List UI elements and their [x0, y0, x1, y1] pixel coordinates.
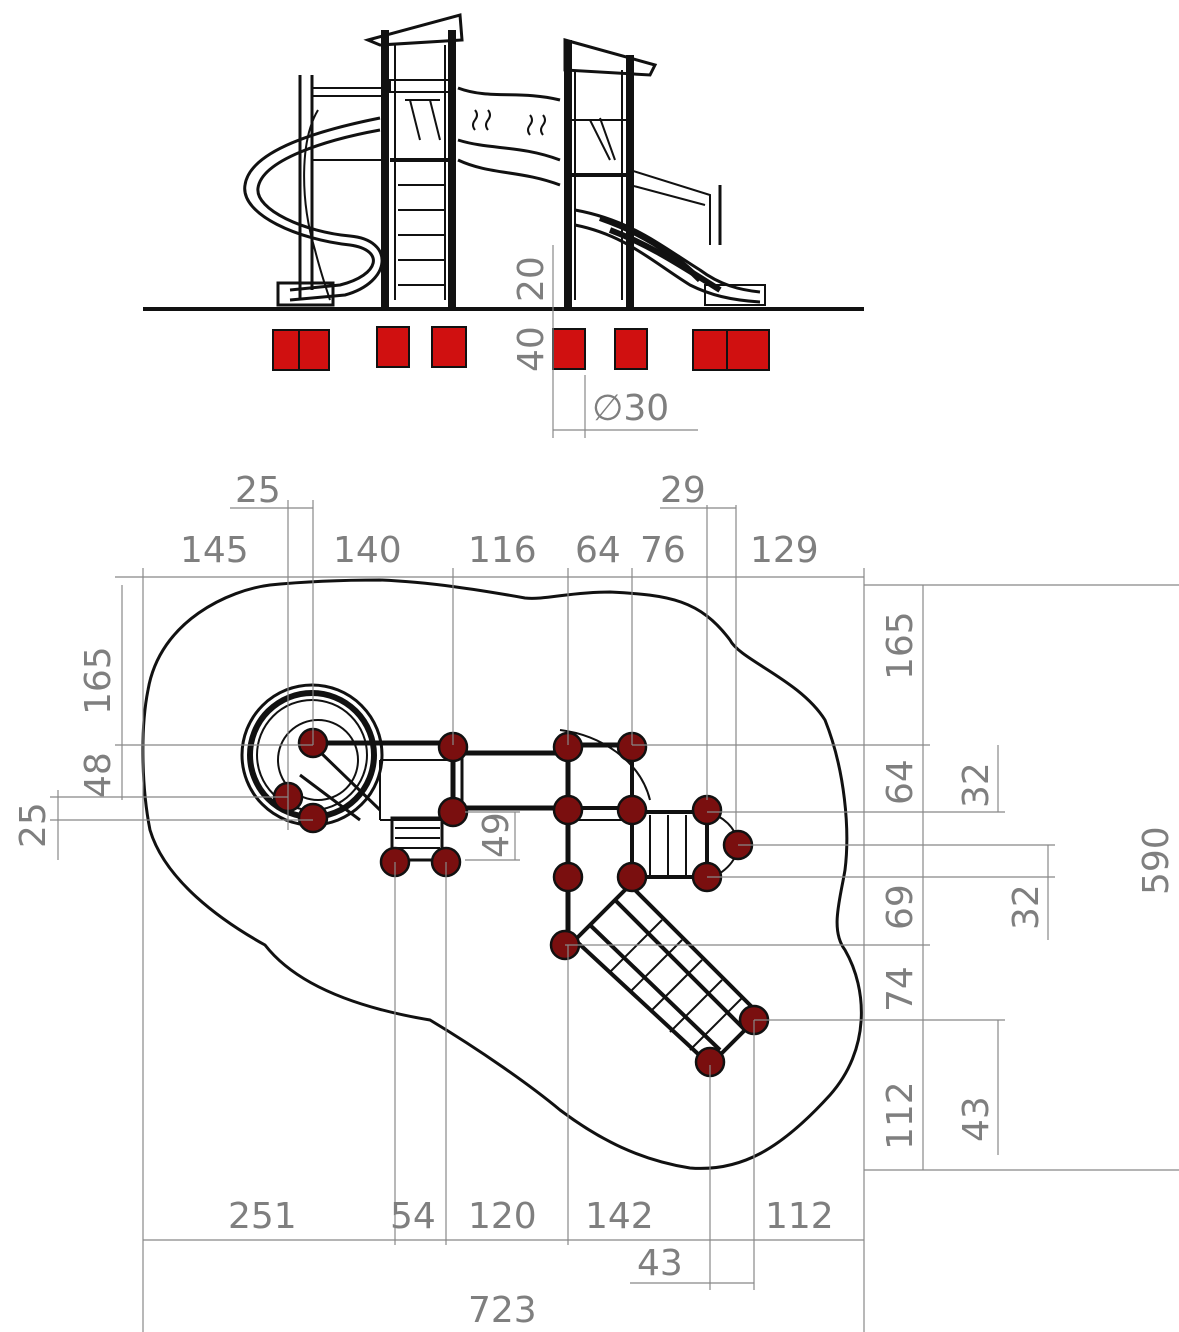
roller-slide: [574, 169, 766, 306]
footing: [614, 328, 648, 370]
dim-label-64-right: 64: [880, 759, 921, 805]
dim-label-251: 251: [228, 1196, 297, 1237]
dim-label-165-right: 165: [880, 611, 921, 680]
plan-dimension-labels: 25 29 145 140 116 64 76 129 165 48 25 49…: [13, 470, 1177, 1331]
post: [616, 794, 648, 826]
dim-label-32-upper: 32: [956, 762, 997, 808]
elevation-view: 20 40 ∅30: [143, 13, 864, 438]
footing: [726, 329, 770, 371]
dim-label-74: 74: [880, 966, 921, 1012]
dim-label-112-right: 112: [880, 1081, 921, 1150]
deck-frames: [313, 729, 762, 1067]
dim-label-145: 145: [180, 530, 249, 571]
right-tower: [563, 38, 658, 309]
safety-zone-outline: [141, 578, 863, 1170]
footing: [692, 329, 729, 371]
dim-label-590: 590: [1136, 826, 1177, 895]
plan-dimension-lines: [50, 500, 1179, 1332]
footing: [298, 329, 330, 371]
dim-label-43-right: 43: [956, 1096, 997, 1142]
dim-label-40: 40: [511, 326, 552, 372]
dim-label-64-top: 64: [575, 530, 621, 571]
post: [297, 802, 329, 834]
plan-view: 25 29 145 140 116 64 76 129 165 48 25 49…: [13, 470, 1179, 1332]
dim-label-120: 120: [468, 1196, 537, 1237]
post: [552, 794, 584, 826]
dim-label-20: 20: [511, 256, 552, 302]
post: [616, 861, 648, 893]
dim-label-723: 723: [468, 1290, 537, 1331]
footing: [376, 326, 410, 368]
post: [437, 796, 469, 828]
footing: [431, 326, 467, 368]
dim-label-129: 129: [750, 530, 819, 571]
dim-label-76: 76: [640, 530, 686, 571]
spiral-slide: [243, 75, 385, 307]
footing: [552, 328, 586, 370]
dim-label-32-lower: 32: [1006, 884, 1047, 930]
post: [552, 861, 584, 893]
post: [691, 794, 723, 826]
dim-label-116: 116: [468, 530, 537, 571]
elevation-dimensions: 20 40 ∅30: [511, 245, 698, 438]
left-tower: [363, 13, 464, 309]
dim-label-140: 140: [333, 530, 402, 571]
footings: [272, 326, 770, 371]
dim-label-diameter-30: ∅30: [592, 388, 669, 429]
dim-label-165-left: 165: [78, 646, 119, 715]
dim-label-25-left: 25: [13, 802, 54, 848]
bridge: [457, 86, 561, 187]
dim-label-48: 48: [78, 752, 119, 798]
dim-label-29-top: 29: [660, 470, 706, 511]
dim-label-49: 49: [476, 812, 517, 858]
dim-label-25-top: 25: [235, 470, 281, 511]
dim-label-54: 54: [390, 1196, 436, 1237]
dim-label-43-bottom: 43: [637, 1243, 683, 1284]
dim-label-69: 69: [880, 884, 921, 930]
dim-label-112-bottom: 112: [765, 1196, 834, 1237]
dim-label-142: 142: [585, 1196, 654, 1237]
